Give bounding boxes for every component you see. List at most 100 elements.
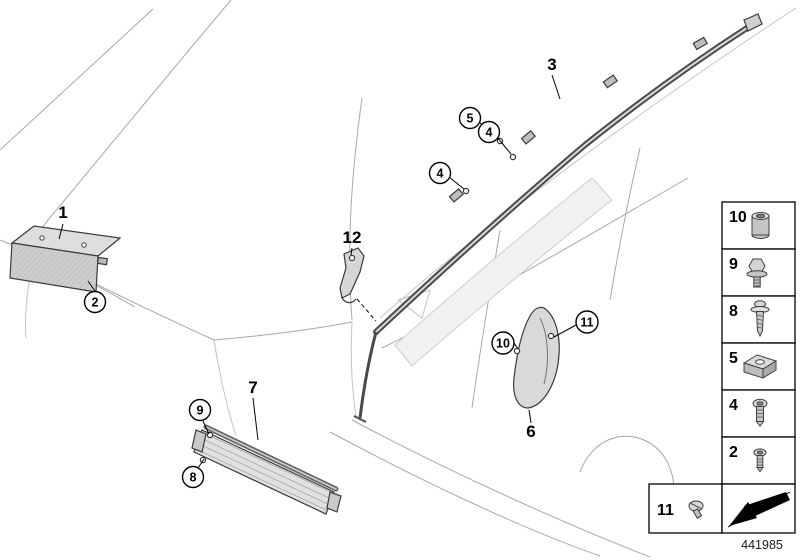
legend-row-10[interactable]: 10 [721,201,796,250]
callout-3-label[interactable]: 3 [547,55,556,74]
curtain-strap-foot [353,415,367,423]
callout-number: 10 [496,337,510,351]
callout-circle [428,161,452,185]
curtain-front-strap [358,331,378,419]
callout-circle [575,310,599,334]
leader-line [448,176,465,190]
body-line [350,321,357,419]
continuation-arrow-shaft [744,492,790,517]
callout-circle [458,106,482,130]
seat-airbag-rivet [513,347,521,355]
callout-2[interactable]: 2 [83,290,107,314]
callout-number: 4 [486,126,493,140]
leader-line [513,342,519,350]
leader-line-dashed [356,298,377,322]
clip-nut-icon [742,354,778,379]
bracket-hole [348,254,356,262]
legend-label: 10 [729,209,747,226]
callout-number: 8 [190,471,197,485]
leader-line [551,74,561,100]
continuation-arrow-box[interactable] [721,483,796,534]
leader-line [197,458,205,469]
module-connector [96,256,109,266]
small-screw-icon [688,500,704,519]
curtain-tab [520,129,537,145]
curtain-screw [509,153,517,161]
curtain-tube-highlight [375,25,751,333]
knee-module-left-bracket [191,429,207,453]
circled-callouts: 2 5 4 4 10 11 9 8 [83,106,599,489]
callout-8[interactable]: 8 [181,465,205,489]
callout-7-label[interactable]: 7 [248,378,257,397]
callout-number: 9 [197,404,204,418]
part-1-front-airbag-module[interactable] [9,225,122,293]
legend-label: 9 [729,256,738,273]
callout-5[interactable]: 5 [458,106,482,130]
pan-head-screw-icon [752,398,768,427]
leader-line [252,397,259,441]
fastener-legend: 10 9 8 [648,201,796,534]
callout-4-upper[interactable]: 4 [477,120,501,144]
legend-label: 8 [729,303,738,320]
seat-airbag-rivet [547,332,555,340]
callout-11[interactable]: 11 [575,310,599,334]
legend-row-5[interactable]: 5 [721,342,796,391]
module-stud [81,242,87,248]
callout-number: 11 [580,316,593,330]
part-7-knee-airbag-module[interactable] [191,424,342,515]
module-stud [39,235,45,241]
callout-circle [181,465,205,489]
roof-rail-line [379,7,797,319]
callout-number: 4 [437,167,444,181]
legend-row-2[interactable]: 2 [721,436,796,485]
legend-label: 5 [729,350,738,367]
callout-number: 2 [92,296,99,310]
bracket-hook [341,297,357,304]
legend-label: 2 [729,444,738,461]
callout-circle [477,120,501,144]
knee-module-tube-highlight [205,426,337,490]
legend-label: 4 [729,397,738,414]
callout-number: 5 [467,112,474,126]
legend-row-9[interactable]: 9 [721,248,796,297]
callout-circle [491,331,515,355]
part-3-head-airbag[interactable] [353,13,763,423]
callout-12-label[interactable]: 12 [343,228,362,247]
part-12-bracket[interactable] [339,247,365,304]
curtain-ghost-band [394,177,613,367]
seat-airbag-body [513,306,560,409]
curtain-end-bracket [743,13,763,32]
plain-labels: 1 3 12 7 6 [58,55,556,441]
sleeve-nut-icon [751,212,770,239]
legend-row-11[interactable]: 11 [648,483,723,534]
leader-line [553,324,577,338]
part-6-seat-airbag[interactable] [513,306,560,409]
callout-6-label[interactable]: 6 [526,422,535,441]
diagram-part-number: 441985 [741,538,783,552]
callout-1-label[interactable]: 1 [58,203,67,222]
callout-9[interactable]: 9 [188,398,212,422]
legend-row-8[interactable]: 8 [721,295,796,344]
bracket-body [339,247,365,299]
callout-10[interactable]: 10 [491,331,515,355]
body-line [351,419,651,558]
callout-4-lower[interactable]: 4 [428,161,452,185]
curtain-tab [448,187,465,203]
knee-module-ribs [194,430,334,514]
leader-line [350,247,353,256]
washer-screw-icon [750,300,770,338]
leader-line [496,136,512,155]
curtain-screw [462,187,470,195]
flange-bolt-icon [746,258,768,288]
b-pillar-line [471,229,501,409]
body-line [213,339,237,437]
callout-circle [83,290,107,314]
legend-row-4[interactable]: 4 [721,389,796,438]
seat-airbag-seam [539,317,548,385]
wheel-arch-line [579,435,675,505]
leader-line [58,223,64,240]
callout-circle [188,398,212,422]
legend-cell [648,483,723,534]
